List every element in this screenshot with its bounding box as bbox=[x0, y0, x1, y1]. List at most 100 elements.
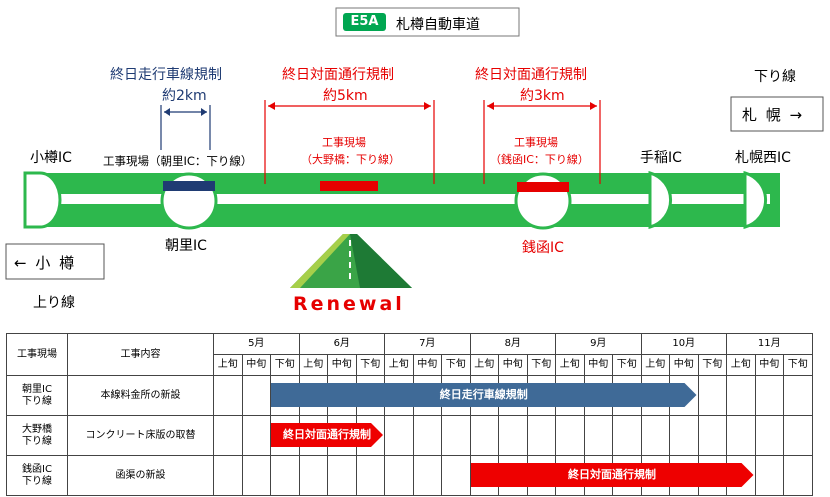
period-cell: 中旬 bbox=[583, 354, 613, 376]
sapporo-direction-sign bbox=[730, 96, 824, 132]
period-cell: 下旬 bbox=[355, 354, 385, 376]
ono-site-label-1: 工事現場 bbox=[322, 136, 366, 149]
grid-cell bbox=[384, 455, 414, 496]
teine-ic-marker bbox=[648, 171, 673, 229]
road-median bbox=[40, 194, 770, 204]
otaru-ic-marker bbox=[23, 171, 62, 229]
grid-cell bbox=[783, 455, 813, 496]
asari-ic-label: 朝里IC bbox=[165, 238, 207, 254]
asari-work-length: 約2km bbox=[162, 88, 207, 104]
period-cell: 下旬 bbox=[783, 354, 813, 376]
grid-cell bbox=[469, 415, 499, 456]
asari-work-title: 終日走行車線規制 bbox=[110, 67, 222, 83]
grid-cell bbox=[412, 455, 442, 496]
route-badge bbox=[343, 13, 386, 31]
grid-cell bbox=[241, 455, 271, 496]
period-cell: 下旬 bbox=[612, 354, 642, 376]
period-cell: 上旬 bbox=[555, 354, 585, 376]
otaru-sign-label: ← 小 樽 bbox=[14, 254, 77, 272]
row-content: 本線料金所の新設 bbox=[67, 375, 214, 416]
route-map bbox=[5, 7, 824, 288]
period-cell: 上旬 bbox=[726, 354, 756, 376]
period-cell: 上旬 bbox=[640, 354, 670, 376]
asari-work-site bbox=[163, 181, 215, 191]
schedule-row: 大野橋 下り線 コンクリート床版の取替 bbox=[6, 415, 813, 456]
otaru-ic-label: 小樽IC bbox=[30, 150, 72, 166]
schedule-bar: 終日対面通行規制 bbox=[471, 463, 754, 487]
zenibako-work-site bbox=[517, 182, 569, 192]
row-content: コンクリート床版の取替 bbox=[67, 415, 214, 456]
period-cell: 下旬 bbox=[526, 354, 556, 376]
period-cell: 上旬 bbox=[298, 354, 328, 376]
grid-cell bbox=[498, 415, 528, 456]
header-site: 工事現場 bbox=[6, 333, 68, 376]
month-sep: 9月 bbox=[555, 333, 642, 355]
grid-cell bbox=[697, 375, 727, 416]
grid-cell bbox=[441, 455, 471, 496]
grid-cell bbox=[583, 415, 613, 456]
grid-cell bbox=[783, 415, 813, 456]
ono-work-title: 終日対面通行規制 bbox=[282, 67, 394, 83]
sapporo-nishi-ic-marker bbox=[743, 171, 768, 229]
grid-cell bbox=[754, 455, 784, 496]
period-cell: 中旬 bbox=[669, 354, 699, 376]
zenibako-work-title: 終日対面通行規制 bbox=[475, 67, 587, 83]
month-jul: 7月 bbox=[384, 333, 471, 355]
grid-cell bbox=[754, 375, 784, 416]
month-nov: 11月 bbox=[726, 333, 813, 355]
grid-cell bbox=[783, 375, 813, 416]
ono-bridge-work-site bbox=[320, 181, 378, 191]
down-line-label: 下り線 bbox=[754, 69, 796, 85]
period-cell: 下旬 bbox=[441, 354, 471, 376]
grid-cell bbox=[612, 415, 642, 456]
schedule-bar: 終日走行車線規制 bbox=[271, 383, 697, 407]
period-cell: 下旬 bbox=[270, 354, 300, 376]
grid-cell bbox=[555, 415, 585, 456]
period-cell: 上旬 bbox=[384, 354, 414, 376]
grid-cell bbox=[726, 415, 756, 456]
row-site: 銭函IC 下り線 bbox=[6, 455, 68, 496]
month-jun: 6月 bbox=[298, 333, 385, 355]
sapporo-nishi-ic-label: 札幌西IC bbox=[735, 150, 791, 166]
period-cell: 上旬 bbox=[469, 354, 499, 376]
grid-cell bbox=[298, 455, 328, 496]
grid-cell bbox=[697, 415, 727, 456]
grid-cell bbox=[754, 415, 784, 456]
grid-cell bbox=[412, 415, 442, 456]
row-content: 函渠の新設 bbox=[67, 455, 214, 496]
sapporo-sign-label: 札 幌 → bbox=[742, 106, 805, 124]
zenibako-work-length: 約3km bbox=[520, 88, 565, 104]
asari-work-site-label: 工事現場（朝里IC：下り線） bbox=[103, 154, 253, 168]
grid-cell bbox=[213, 375, 243, 416]
grid-cell bbox=[726, 375, 756, 416]
zenibako-ic-label: 銭函IC bbox=[522, 240, 564, 256]
grid-cell bbox=[270, 455, 300, 496]
teine-ic-label: 手稲IC bbox=[640, 150, 682, 166]
grid-cell bbox=[213, 415, 243, 456]
schedule-bar: 終日対面通行規制 bbox=[271, 423, 383, 447]
route-name: 札樽自動車道 bbox=[396, 17, 480, 33]
period-cell: 中旬 bbox=[327, 354, 357, 376]
period-cell: 中旬 bbox=[412, 354, 442, 376]
period-cell: 下旬 bbox=[697, 354, 727, 376]
period-cell: 中旬 bbox=[241, 354, 271, 376]
grid-cell bbox=[640, 415, 670, 456]
grid-cell bbox=[241, 375, 271, 416]
grid-cell bbox=[213, 455, 243, 496]
header-content: 工事内容 bbox=[67, 333, 214, 376]
grid-cell bbox=[355, 455, 385, 496]
month-may: 5月 bbox=[213, 333, 300, 355]
zenibako-site-label-1: 工事現場 bbox=[514, 136, 558, 149]
period-header-row: 上旬中旬下旬上旬中旬下旬上旬中旬下旬上旬中旬下旬上旬中旬下旬上旬中旬下旬上旬中旬… bbox=[7, 354, 813, 376]
month-aug: 8月 bbox=[469, 333, 556, 355]
up-line-label: 上り線 bbox=[33, 295, 75, 311]
grid-cell bbox=[327, 455, 357, 496]
renewal-logo-text: Renewal bbox=[293, 293, 405, 315]
ono-work-length: 約5km bbox=[323, 88, 368, 104]
grid-cell bbox=[526, 415, 556, 456]
route-badge-label: E5A bbox=[350, 14, 379, 29]
grid-cell bbox=[384, 415, 414, 456]
period-cell: 中旬 bbox=[754, 354, 784, 376]
renewal-logo-icon bbox=[290, 234, 412, 288]
period-cell: 上旬 bbox=[213, 354, 243, 376]
